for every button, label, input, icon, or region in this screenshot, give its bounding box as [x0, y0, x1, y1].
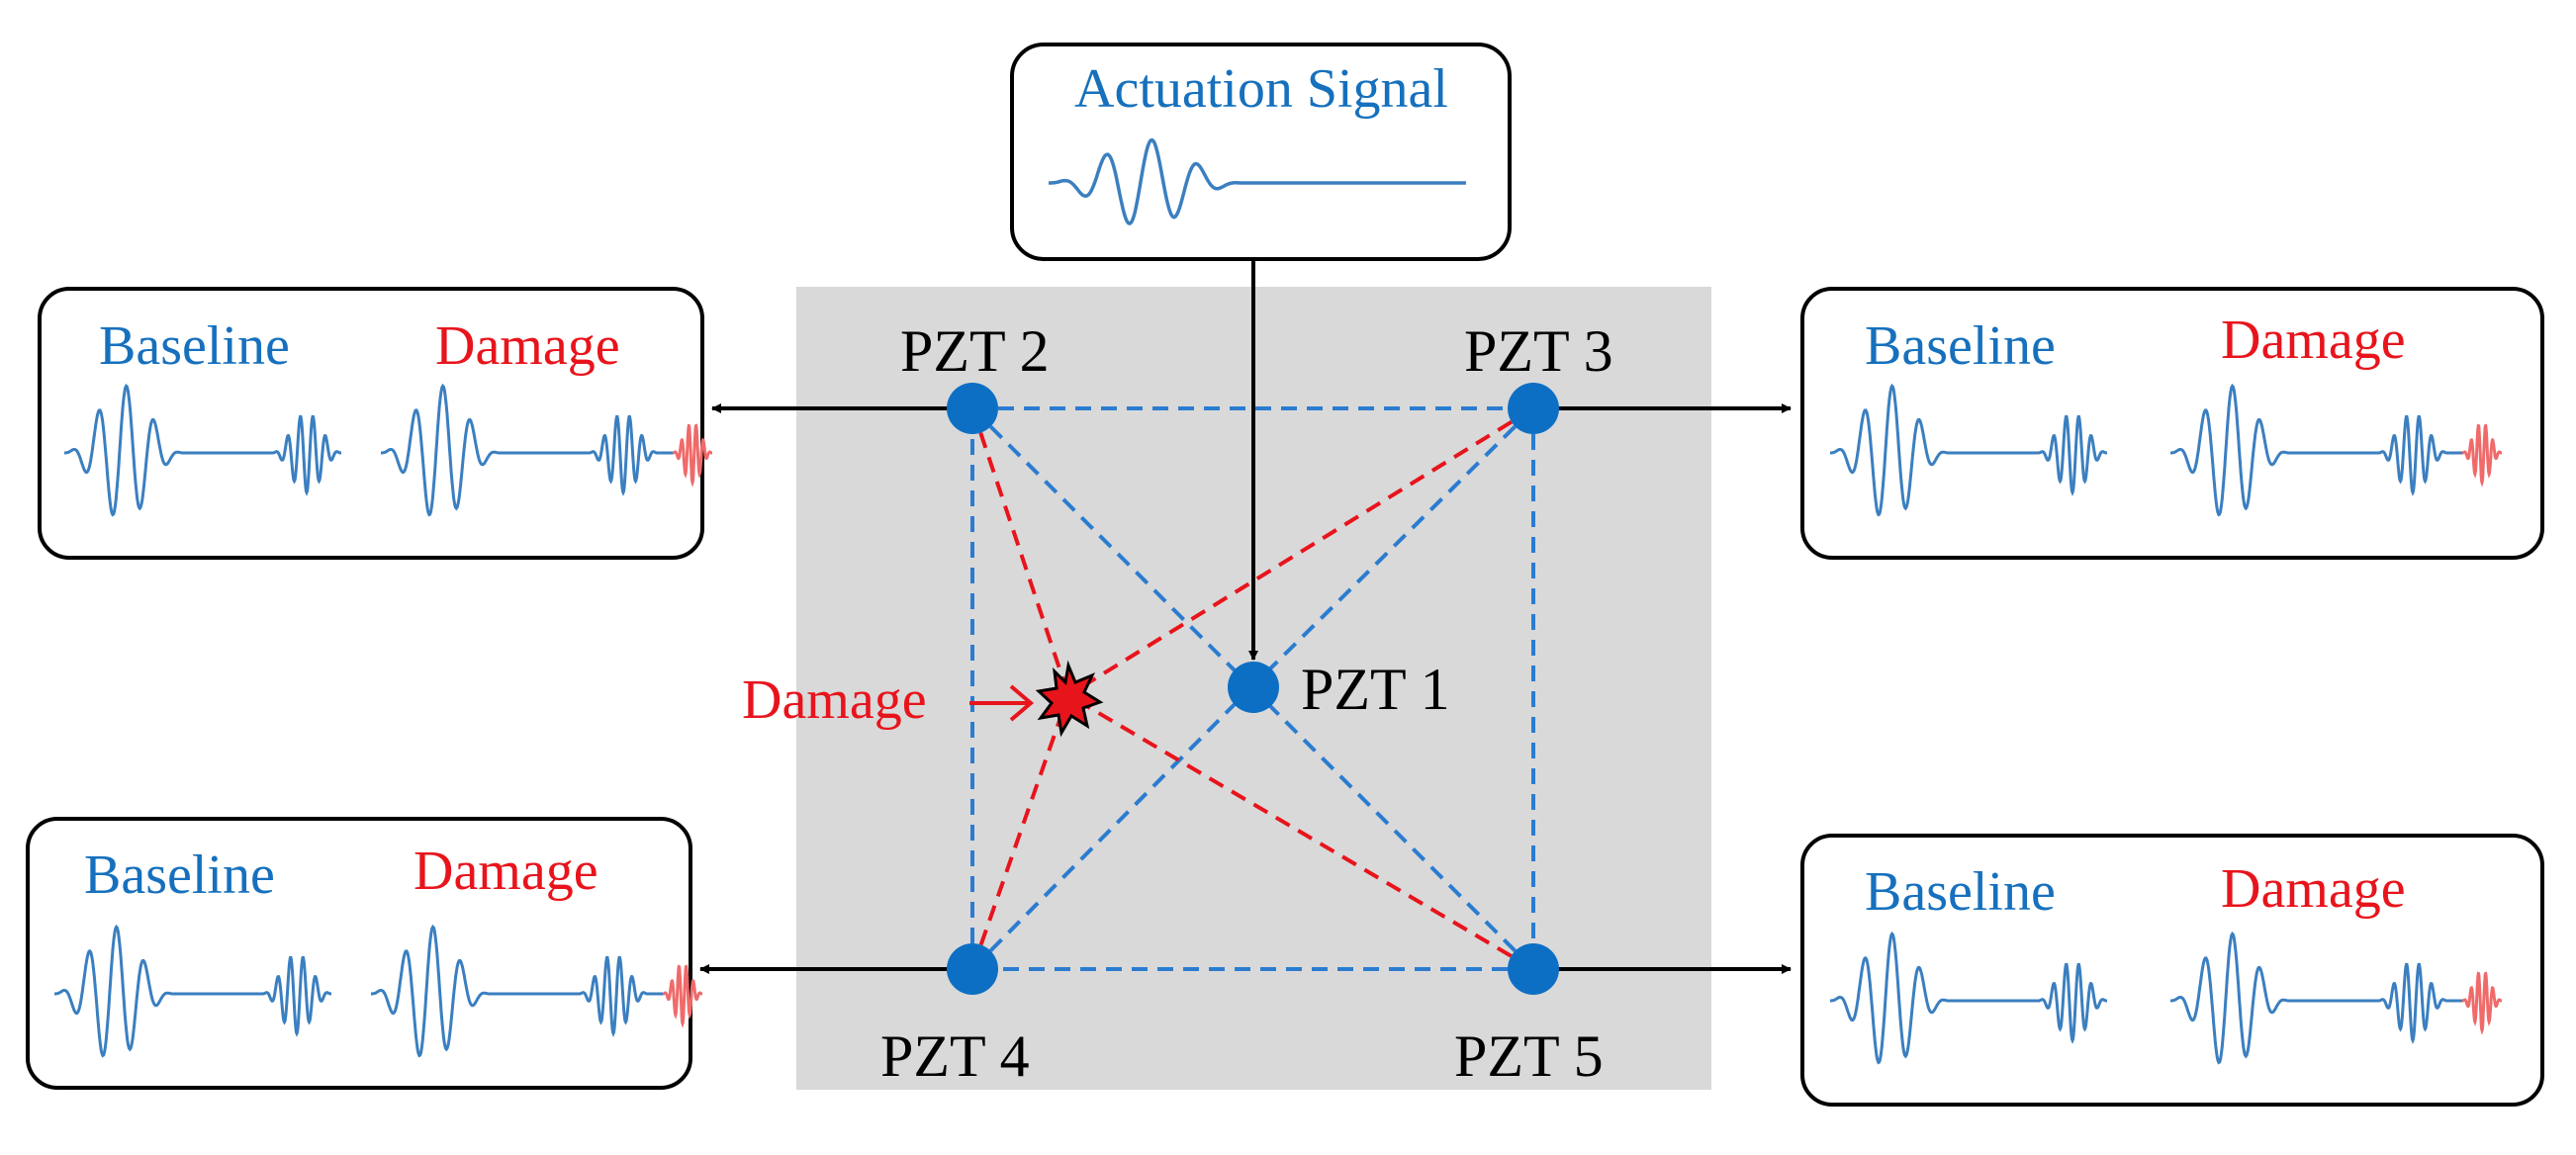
- panel-pzt4-baseline-label: Baseline: [84, 844, 275, 906]
- baseline-echo-wave: [2038, 962, 2107, 1044]
- sensor-pzt3: [1508, 383, 1559, 434]
- sensor-label-pzt4: PZT 4: [880, 1023, 1030, 1089]
- sensor-label-pzt3: PZT 3: [1464, 318, 1613, 384]
- signal-panel-pzt4: Baseline Damage: [26, 817, 702, 1090]
- panel-pzt5-damage-label: Damage: [2221, 858, 2406, 920]
- baseline-echo-wave: [272, 414, 341, 496]
- panel-pzt3-damage-label: Damage: [2221, 310, 2406, 371]
- damage-echo-wave: [2378, 414, 2447, 496]
- signal-panel-pzt2: Baseline Damage: [38, 287, 712, 560]
- signal-panel-pzt5: Baseline Damage: [1800, 834, 2544, 1107]
- damage-paths: [970, 406, 1535, 971]
- damage-incident-wave: [381, 383, 500, 517]
- sensor-pzt4: [947, 943, 998, 995]
- panel-pzt4-waveforms: [54, 924, 702, 1058]
- damage-location-label: Damage: [742, 669, 927, 731]
- panel-pzt4-damage-label: Damage: [414, 841, 598, 902]
- damage-path-pzt4: [970, 694, 1070, 970]
- sensor-pzt1: [1228, 662, 1279, 713]
- baseline-incident-wave: [54, 924, 173, 1058]
- damage-incident-wave: [371, 924, 490, 1058]
- path-pzt2-pzt1: [970, 406, 1253, 689]
- path-pzt5-pzt1: [1249, 685, 1535, 971]
- panel-pzt2-baseline-label: Baseline: [99, 315, 290, 377]
- damage-path-pzt5: [1066, 693, 1535, 971]
- baseline-echo-wave: [2038, 414, 2107, 496]
- sensor-pzt2: [947, 383, 998, 434]
- baseline-incident-wave: [1830, 931, 1949, 1065]
- sensor-label-pzt5: PZT 5: [1454, 1023, 1604, 1089]
- panel-pzt2-damage-label: Damage: [435, 315, 620, 377]
- panel-pzt5-waveforms: [1830, 931, 2502, 1065]
- damage-pointer: [969, 684, 1035, 722]
- baseline-incident-wave: [1830, 383, 1949, 517]
- damage-incident-wave: [2170, 383, 2289, 517]
- panel-pzt3-baseline-label: Baseline: [1865, 315, 2056, 377]
- sensors: [947, 383, 1559, 995]
- baseline-paths: [970, 406, 1535, 971]
- damage-scatter-wave: [2462, 423, 2502, 488]
- sensor-label-pzt1: PZT 1: [1301, 657, 1450, 722]
- panel-pzt3-waveforms: [1830, 383, 2502, 517]
- sensor-label-pzt2: PZT 2: [900, 318, 1050, 384]
- sensor-pzt5: [1508, 943, 1559, 995]
- damage-scatter-wave: [663, 964, 702, 1028]
- damage-star-icon: [1035, 660, 1104, 738]
- actuation-signal-title: Actuation Signal: [1074, 58, 1448, 120]
- damage-path-pzt3: [1066, 406, 1535, 697]
- signal-panel-pzt3: Baseline Damage: [1800, 287, 2544, 560]
- damage-echo-wave: [2378, 962, 2447, 1044]
- damage-incident-wave: [2170, 931, 2289, 1065]
- actuation-signal-box: Actuation Signal: [1010, 43, 1512, 261]
- panel-pzt2-waveforms: [64, 383, 712, 517]
- actuation-waveform: [1049, 137, 1242, 225]
- damage-scatter-wave: [2462, 971, 2502, 1035]
- damage-scatter-wave: [673, 423, 712, 488]
- panel-pzt5-baseline-label: Baseline: [1865, 861, 2056, 923]
- signal-arrows: [699, 259, 1792, 974]
- baseline-echo-wave: [262, 955, 331, 1037]
- damage-echo-wave: [589, 414, 658, 496]
- path-pzt3-pzt1: [1249, 406, 1535, 689]
- damage-echo-wave: [579, 955, 648, 1037]
- baseline-incident-wave: [64, 383, 183, 517]
- path-pzt4-pzt1: [970, 685, 1253, 971]
